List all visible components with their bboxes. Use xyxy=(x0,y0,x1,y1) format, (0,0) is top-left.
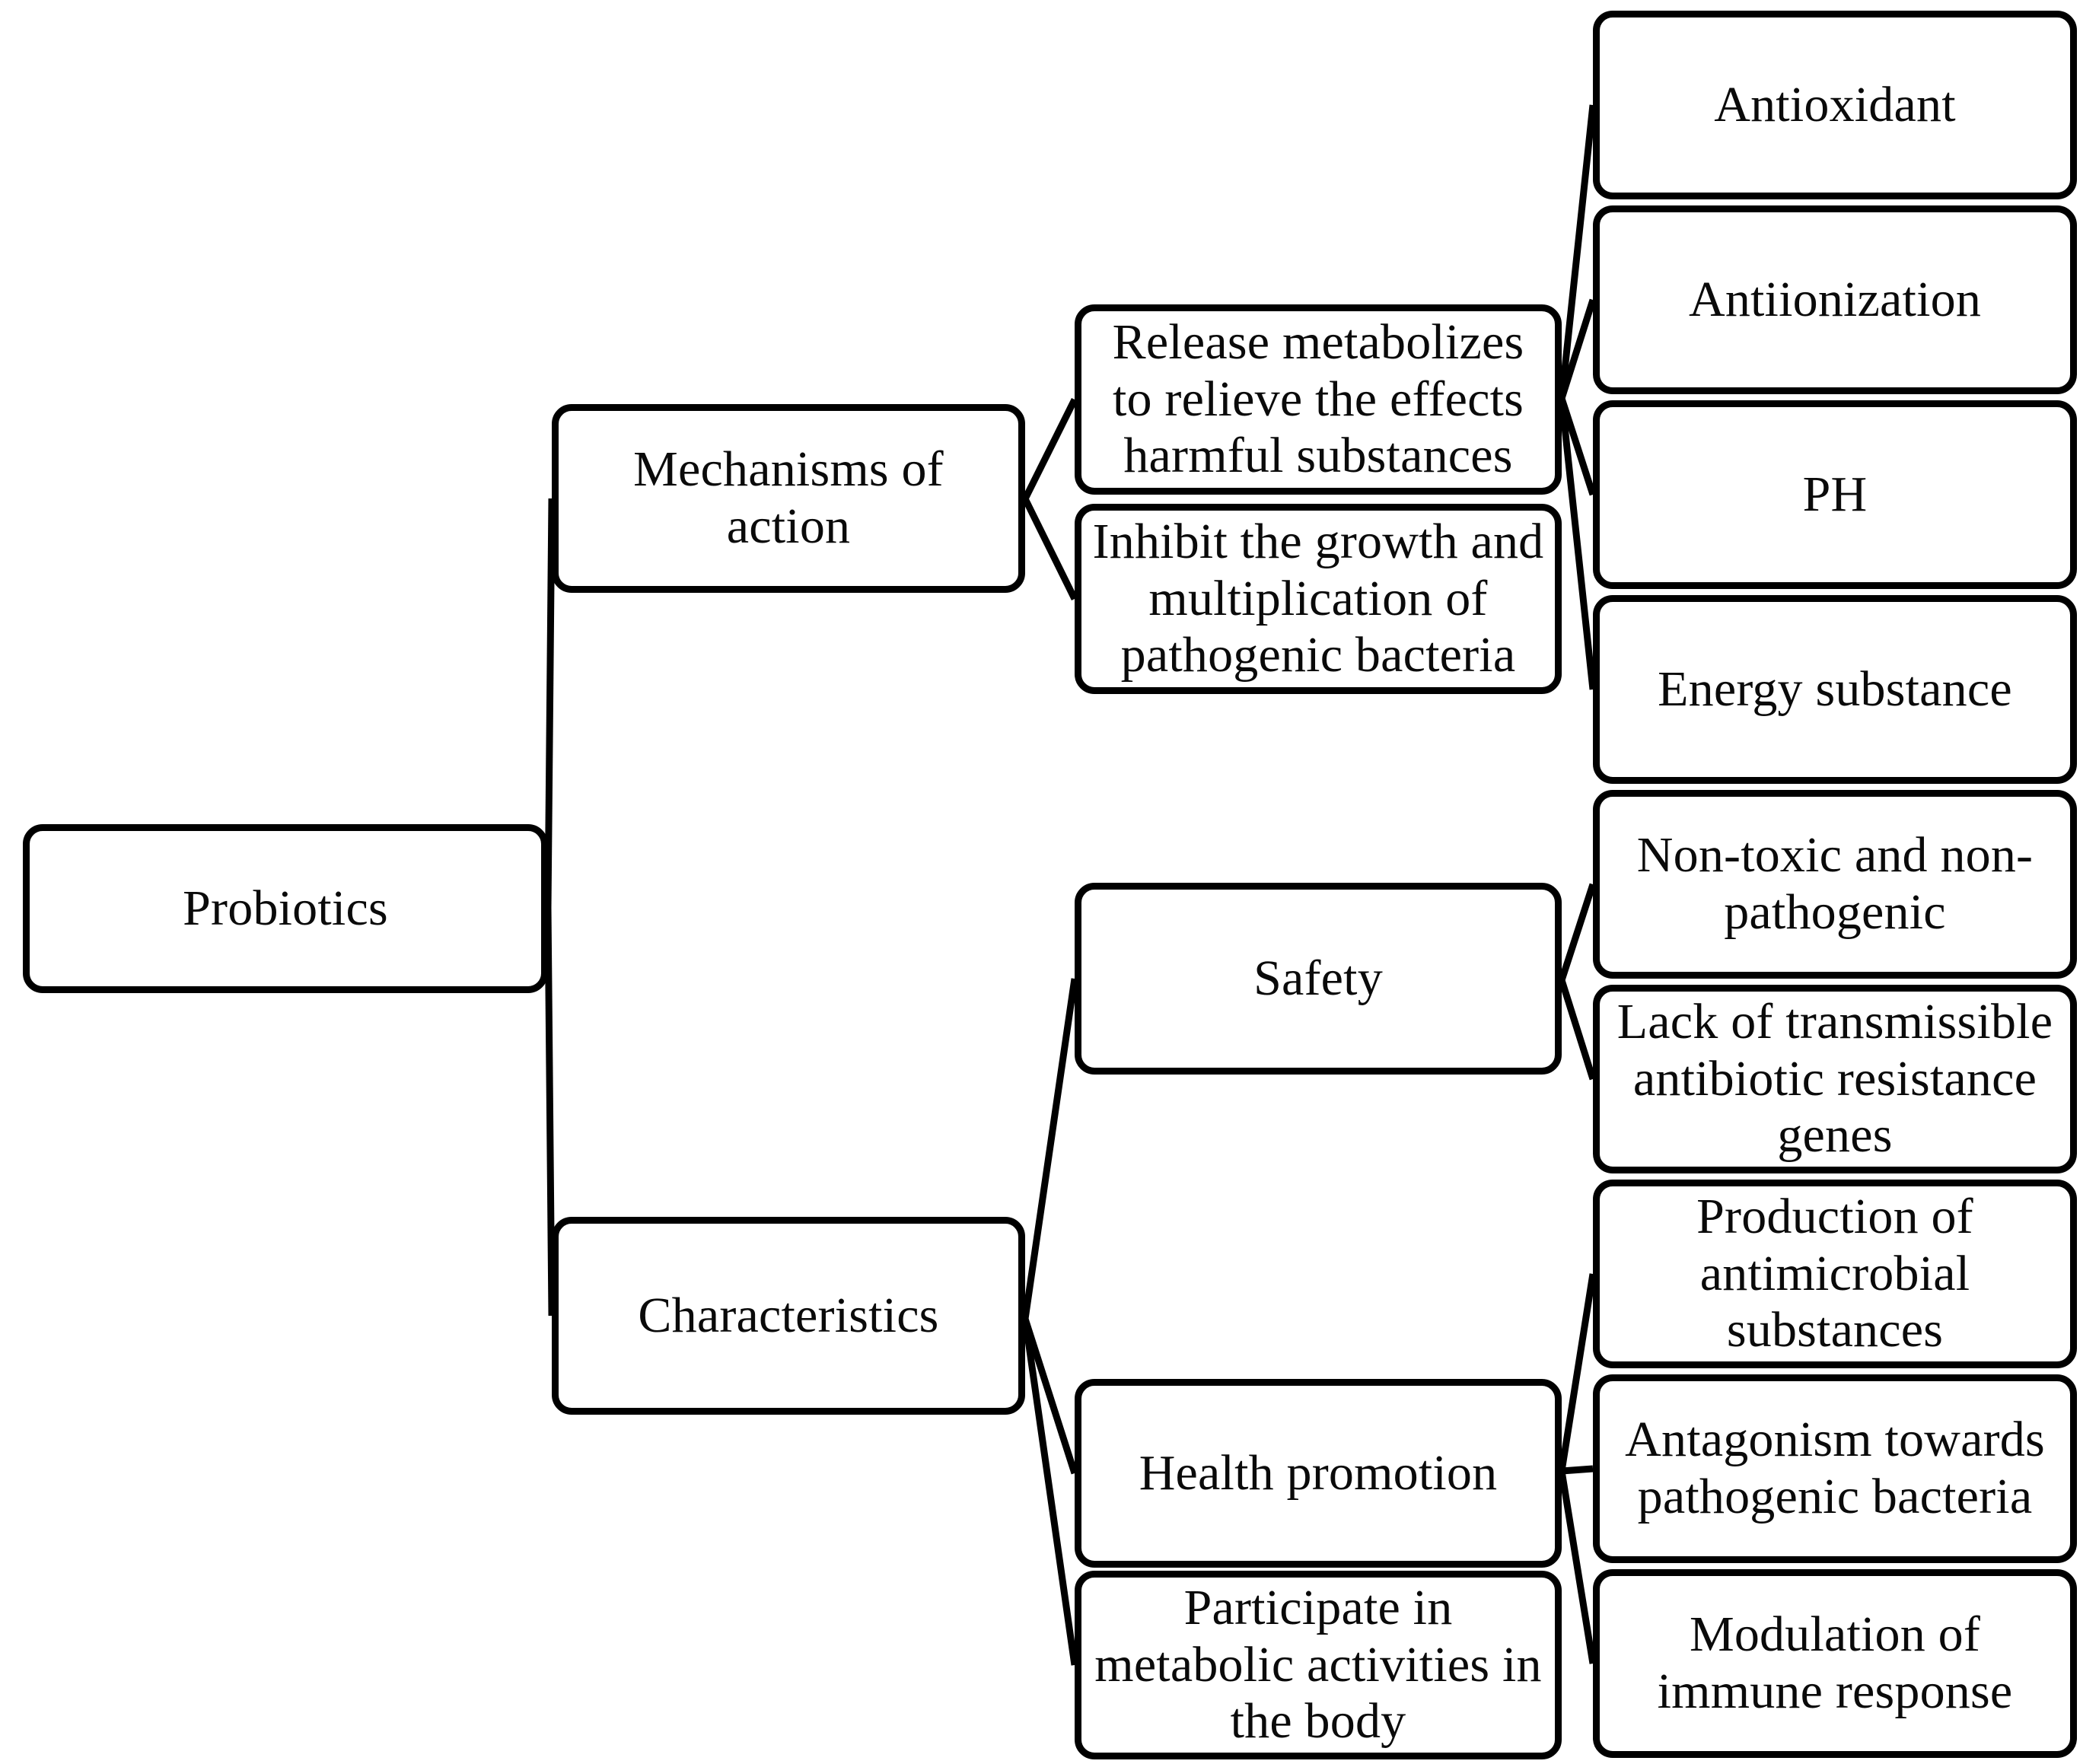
edge-health-promotion-to-production-antimicrobial xyxy=(1558,1273,1597,1472)
edge-characteristics-to-health-promotion xyxy=(1021,1317,1078,1475)
node-label-non-toxic: Non-toxic and non- pathogenic xyxy=(1636,827,2034,940)
edge-release-metabolizes-to-energy-substance xyxy=(1558,398,1597,690)
edge-mechanisms-to-inhibit-growth xyxy=(1021,497,1078,600)
node-mechanisms[interactable]: Mechanisms of action xyxy=(552,404,1025,593)
edge-release-metabolizes-to-ph xyxy=(1558,397,1597,496)
node-label-antioxidant: Antioxidant xyxy=(1714,76,1956,132)
node-label-energy-substance: Energy substance xyxy=(1658,661,2012,717)
edge-safety-to-lack-transmissible xyxy=(1558,979,1597,1081)
node-label-mechanisms: Mechanisms of action xyxy=(633,441,944,554)
edge-group xyxy=(544,104,1597,1666)
node-safety[interactable]: Safety xyxy=(1075,883,1562,1075)
node-label-modulation-immune: Modulation of immune response xyxy=(1657,1606,2013,1719)
node-health-promotion[interactable]: Health promotion xyxy=(1075,1379,1562,1568)
node-participate-metabolic[interactable]: Participate in metabolic activities in t… xyxy=(1075,1571,1562,1759)
node-label-antiionization: Antiionization xyxy=(1688,271,1982,327)
node-label-ph: PH xyxy=(1802,466,1868,522)
edge-characteristics-to-participate-metabolic xyxy=(1021,1318,1078,1666)
edge-probiotics-to-mechanisms xyxy=(544,498,556,909)
node-probiotics[interactable]: Probiotics xyxy=(23,824,548,993)
node-label-production-antimicrobial: Production of antimicrobial substances xyxy=(1696,1189,1973,1358)
node-production-antimicrobial[interactable]: Production of antimicrobial substances xyxy=(1593,1180,2077,1368)
node-ph[interactable]: PH xyxy=(1593,400,2077,589)
node-label-lack-transmissible: Lack of transmissible antibiotic resista… xyxy=(1616,994,2053,1164)
node-modulation-immune[interactable]: Modulation of immune response xyxy=(1593,1569,2077,1758)
node-label-release-metabolizes: Release metabolizes to relieve the effec… xyxy=(1112,314,1524,484)
node-antioxidant[interactable]: Antioxidant xyxy=(1593,11,2077,199)
edge-health-promotion-to-antagonism xyxy=(1561,1465,1594,1475)
edge-release-metabolizes-to-antiionization xyxy=(1558,298,1597,400)
node-lack-transmissible[interactable]: Lack of transmissible antibiotic resista… xyxy=(1593,985,2077,1173)
node-characteristics[interactable]: Characteristics xyxy=(552,1217,1025,1415)
node-release-metabolizes[interactable]: Release metabolizes to relieve the effec… xyxy=(1075,304,1562,495)
edge-mechanisms-to-release-metabolizes xyxy=(1021,397,1078,501)
node-label-health-promotion: Health promotion xyxy=(1139,1444,1498,1501)
edge-health-promotion-to-modulation-immune xyxy=(1558,1470,1597,1664)
node-antagonism[interactable]: Antagonism towards pathogenic bacteria xyxy=(1593,1374,2077,1563)
node-energy-substance[interactable]: Energy substance xyxy=(1593,595,2077,784)
node-label-participate-metabolic: Participate in metabolic activities in t… xyxy=(1094,1580,1542,1750)
node-label-inhibit-growth: Inhibit the growth and multiplication of… xyxy=(1092,514,1544,683)
edge-safety-to-non-toxic xyxy=(1558,883,1597,982)
node-label-probiotics: Probiotics xyxy=(183,880,388,936)
edge-characteristics-to-safety xyxy=(1021,978,1078,1320)
node-label-antagonism: Antagonism towards pathogenic bacteria xyxy=(1625,1412,2045,1524)
node-antiionization[interactable]: Antiionization xyxy=(1593,205,2077,394)
node-label-characteristics: Characteristics xyxy=(638,1287,939,1343)
node-label-safety: Safety xyxy=(1253,950,1383,1006)
node-inhibit-growth[interactable]: Inhibit the growth and multiplication of… xyxy=(1075,504,1562,694)
edge-probiotics-to-characteristics xyxy=(544,907,556,1317)
edge-release-metabolizes-to-antioxidant xyxy=(1558,104,1597,399)
node-non-toxic[interactable]: Non-toxic and non- pathogenic xyxy=(1593,790,2077,979)
